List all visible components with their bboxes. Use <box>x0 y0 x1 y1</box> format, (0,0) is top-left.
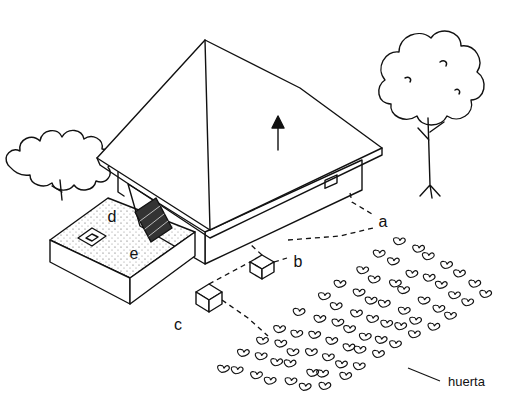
plant <box>413 245 425 252</box>
plant <box>435 281 447 288</box>
plant <box>418 297 430 304</box>
callout-label: b <box>292 253 305 271</box>
plant <box>284 360 296 367</box>
plant <box>314 315 326 322</box>
plant <box>287 349 299 356</box>
plant <box>319 382 331 389</box>
plant <box>381 320 393 327</box>
roof <box>97 40 382 230</box>
plant <box>354 346 366 353</box>
tree-crown <box>379 31 484 125</box>
bush <box>6 130 112 190</box>
plant <box>422 253 434 260</box>
plant <box>271 359 283 366</box>
plant <box>406 270 418 277</box>
plant <box>238 349 250 356</box>
callout-label: huerta <box>446 374 487 389</box>
plant <box>359 333 371 340</box>
plant <box>330 303 342 310</box>
garden-plants <box>218 238 492 391</box>
plant <box>373 250 385 257</box>
plant <box>299 383 311 390</box>
plant <box>469 280 481 287</box>
plant <box>441 261 453 268</box>
plant <box>343 344 355 351</box>
plant <box>410 317 422 324</box>
plant <box>398 286 410 293</box>
plant <box>373 350 385 357</box>
plant <box>353 289 365 296</box>
plant <box>394 238 406 245</box>
plant <box>390 280 402 287</box>
plant <box>449 292 461 299</box>
plant <box>257 337 269 344</box>
plant <box>326 337 338 344</box>
plant <box>255 353 267 360</box>
plant <box>357 267 369 274</box>
plant <box>378 300 390 307</box>
plant <box>367 315 379 322</box>
callout-label: c <box>172 316 184 334</box>
plant <box>317 370 329 377</box>
callout-label: d <box>106 208 119 226</box>
plant <box>390 341 402 348</box>
plant <box>319 293 331 300</box>
plant <box>480 290 492 297</box>
plant <box>375 336 387 343</box>
plant <box>291 330 303 337</box>
plant <box>454 270 466 277</box>
plant <box>336 361 348 368</box>
callout-label: a <box>377 213 390 231</box>
plant <box>428 323 440 330</box>
plant <box>353 363 365 370</box>
plant <box>309 331 321 338</box>
plant <box>351 310 363 317</box>
plant <box>398 307 410 314</box>
plant <box>285 378 297 385</box>
plant <box>231 367 243 374</box>
plant <box>365 297 377 304</box>
plant <box>445 312 457 319</box>
plant <box>388 258 400 265</box>
plant <box>409 331 421 338</box>
plant <box>368 276 380 283</box>
plant <box>462 299 474 306</box>
plant <box>306 349 318 356</box>
plant <box>340 372 352 379</box>
plant <box>251 372 263 379</box>
plant <box>423 274 435 281</box>
plant <box>323 354 335 361</box>
plant <box>275 340 287 347</box>
plant <box>293 308 305 315</box>
plant <box>274 325 286 332</box>
plant <box>395 323 407 330</box>
plant <box>264 377 276 384</box>
plant <box>344 325 356 332</box>
plant <box>334 280 346 287</box>
plant <box>332 319 344 326</box>
callout-label: e <box>128 245 141 263</box>
plant <box>218 365 230 372</box>
solar-panel <box>135 198 172 242</box>
plant <box>433 305 445 312</box>
